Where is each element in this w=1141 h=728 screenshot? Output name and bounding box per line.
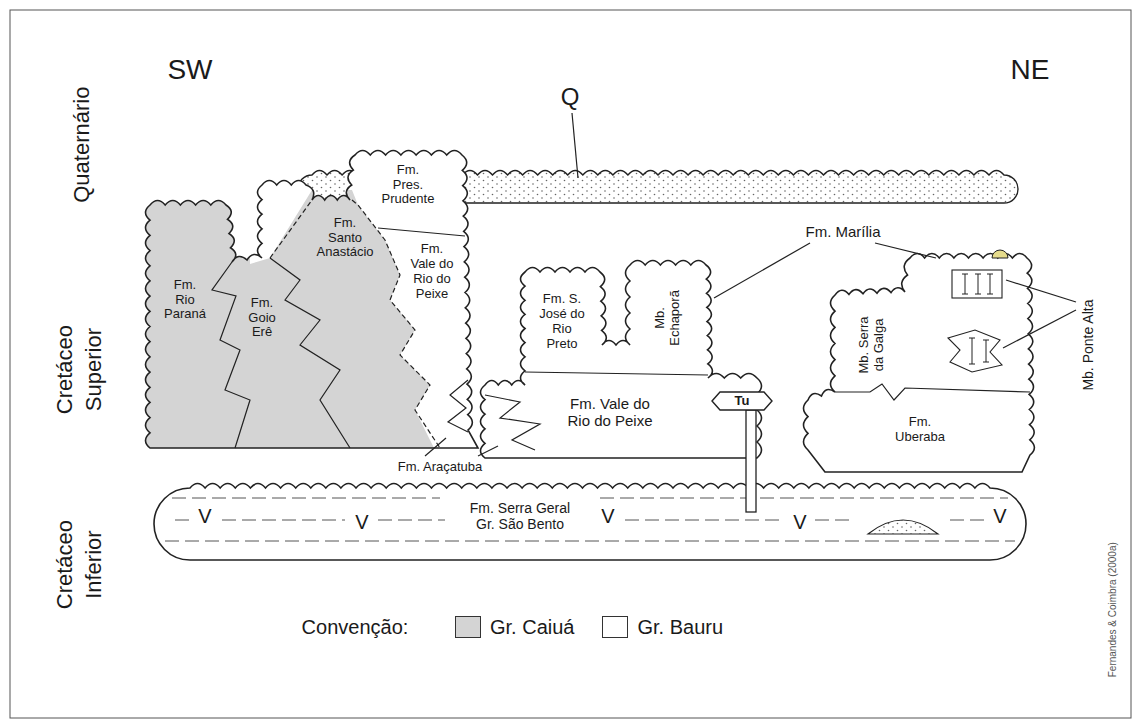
compass-direction: SW	[167, 54, 212, 86]
group-boundary	[270, 200, 312, 258]
unit-name: Gr. São Bento	[470, 516, 570, 532]
leader-line	[714, 243, 810, 298]
lithology-dash	[175, 520, 190, 521]
limestone-lens	[952, 270, 1002, 298]
lithology-dash	[222, 520, 345, 521]
legend-swatch	[455, 616, 481, 638]
leader-line	[1003, 310, 1076, 348]
unit-name: Fm. Rio Paraná	[164, 278, 206, 323]
lithology-dash	[600, 498, 1008, 499]
compass-direction: NE	[1011, 54, 1050, 86]
intrusion-head	[712, 392, 772, 410]
leader-line	[572, 113, 578, 178]
unit-label: Q	[561, 83, 580, 111]
lithology-dash	[625, 520, 785, 521]
unit-label: Mb. Ponte Alta	[1080, 300, 1096, 391]
lithology-dash	[950, 520, 985, 521]
leader-line	[1006, 280, 1076, 302]
formation-unit: Fm. Vale do Rio do Peixe	[563, 395, 657, 430]
formation-unit: Mb. Serra da Galga	[857, 314, 887, 376]
unit-name: Fm. Serra Geral	[470, 500, 570, 516]
unit-fill	[481, 261, 762, 459]
formation-unit: Fm. Uberaba	[895, 415, 945, 445]
caiua-fill	[140, 170, 440, 460]
formation-unit: Fm. Goio Erê	[248, 296, 275, 341]
contact-line	[212, 262, 250, 448]
formation-unit: Fm. Vale do Rio do Peixe	[408, 242, 456, 302]
unit-name: Tu	[735, 394, 750, 409]
lithology-dash	[172, 498, 440, 499]
leader-line	[875, 243, 936, 258]
unit-label: Fm. Araçatuba	[398, 460, 483, 475]
contact-line	[378, 228, 465, 236]
leader-line	[478, 446, 498, 456]
lithology-symbol: V	[355, 511, 368, 534]
formation-unit: Tu	[735, 394, 750, 409]
lithology-dash	[378, 520, 445, 521]
unit-name: Mb. Echaporã	[653, 290, 683, 346]
legend-swatch	[602, 616, 628, 638]
period-label: Cretáceo Superior	[51, 325, 108, 414]
unit-outline	[481, 261, 762, 459]
unit-outline	[804, 254, 1035, 473]
group-boundary	[352, 200, 440, 448]
unit-name: Fm. Vale do Rio do Peixe	[408, 242, 456, 302]
lithology-symbol: V	[793, 511, 806, 534]
frame	[10, 10, 1131, 718]
basalt-band	[154, 484, 1026, 561]
sandstone-lens	[868, 520, 938, 534]
unit-label: Fm. Marília	[806, 223, 881, 240]
formation-unit: Fm. Santo Anastácio	[317, 216, 374, 261]
lithology-symbol: V	[993, 505, 1006, 528]
lithology-symbol	[983, 340, 989, 362]
period-label: Cretáceo Inferior	[51, 520, 108, 609]
lithology-dash	[815, 520, 855, 521]
unit-name: Fm. S. José do Rio Preto	[539, 292, 585, 352]
lithology-symbol: V	[601, 505, 614, 528]
lithology-symbol	[987, 274, 993, 294]
intrusion-pipe	[746, 410, 756, 512]
period-label: Quaternário	[69, 87, 94, 203]
unit-name: Fm. Santo Anastácio	[317, 216, 374, 261]
lithology-symbol	[962, 274, 968, 294]
unit-fill	[804, 254, 1035, 473]
limestone-lens	[948, 330, 1002, 372]
unit-name: Fm. Goio Erê	[248, 296, 275, 341]
lithology-symbol	[975, 274, 981, 294]
legend-text: Gr. Caiuá	[490, 616, 574, 639]
contact-line	[525, 372, 708, 375]
contact-line	[485, 395, 540, 450]
legend-title: Convenção:	[302, 616, 409, 639]
unit-name: Fm. Uberaba	[895, 415, 945, 445]
contact-line	[448, 380, 468, 432]
unit-name: Fm. Vale do Rio do Peixe	[563, 395, 657, 430]
lithology-symbol: V	[198, 505, 211, 528]
leader-line	[425, 438, 446, 456]
lithology-dash	[165, 541, 1015, 542]
unit-outline	[146, 151, 479, 449]
calcrete-lens	[992, 250, 1008, 258]
formation-unit: Fm. Serra GeralGr. São Bento	[470, 500, 570, 532]
formation-unit: Mb. Echaporã	[653, 290, 683, 346]
lithology-symbol	[969, 338, 975, 364]
legend-text: Gr. Bauru	[637, 616, 723, 639]
unit-name: Mb. Serra da Galga	[857, 314, 887, 376]
formation-unit: Fm. Rio Paraná	[164, 278, 206, 323]
unit-name: Fm. Pres. Prudente	[382, 163, 435, 208]
formation-unit: Fm. S. José do Rio Preto	[539, 292, 585, 352]
formation-unit: Fm. Pres. Prudente	[382, 163, 435, 208]
source-note: Fernandes & Coimbra (2000a)	[1106, 543, 1118, 678]
contact-line	[835, 384, 1030, 400]
contact-line	[270, 258, 350, 448]
